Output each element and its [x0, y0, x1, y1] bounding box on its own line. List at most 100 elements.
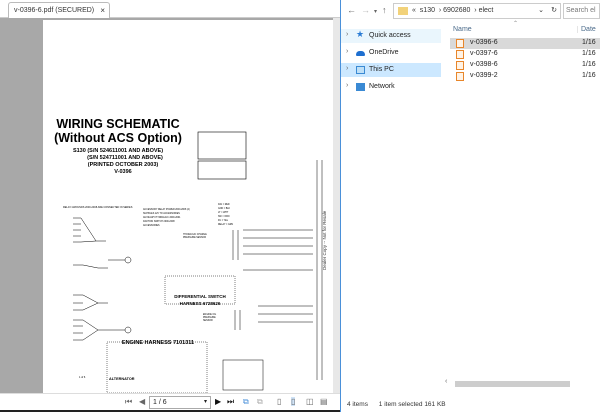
copy-icon[interactable]: ⧉ — [243, 397, 249, 406]
pdf-file-icon — [456, 72, 464, 81]
svg-text:GND = BLK: GND = BLK — [218, 208, 231, 210]
doc-printed: (PRINTED OCTOBER 2003) — [88, 162, 159, 168]
pdf-file-icon — [456, 39, 464, 48]
svg-text:LT = WHT: LT = WHT — [218, 212, 229, 214]
continuous-facing-icon[interactable]: ▤ — [320, 397, 328, 406]
nav-label: Quick access — [369, 32, 411, 39]
alternator-label: ALTERNATOR — [109, 377, 135, 381]
column-header-name[interactable]: Name — [453, 26, 472, 33]
svg-text:IGN = RED: IGN = RED — [218, 204, 230, 206]
svg-text:FU = YEL: FU = YEL — [218, 220, 229, 222]
single-page-icon[interactable]: ▯ — [277, 397, 282, 406]
file-date: 1/16 — [582, 72, 596, 79]
svg-text:ACCESSORY RELAY POWER 2000-200: ACCESSORY RELAY POWER 2000-2008 (4) — [143, 208, 190, 211]
svg-text:HYDRAULIC CHARGE: HYDRAULIC CHARGE — [183, 233, 207, 236]
next-page-icon[interactable]: ▶ — [215, 397, 222, 406]
continuous-page-icon[interactable]: ▯ — [291, 397, 296, 406]
scrollbar-thumb[interactable] — [455, 381, 570, 387]
relay-note: RELAY GROUNDS 2000-2008 ARE CONNECTED IN… — [63, 206, 133, 209]
doc-model-1: S130 (S/N 524611001 AND ABOVE) — [73, 148, 163, 154]
pdf-page: WIRING SCHEMATIC (Without ACS Option) S1… — [43, 20, 333, 394]
address-bar-row: ← → ▾ ↑ « s130 › 6902680 › elect ⌄ ↻ Sea… — [341, 0, 600, 22]
refresh-icon[interactable]: ↻ — [551, 7, 557, 14]
chevron-right-icon[interactable]: › — [346, 82, 349, 89]
folder-icon — [398, 7, 408, 15]
last-page-icon[interactable]: ⏭ — [227, 397, 235, 406]
breadcrumb-elect[interactable]: elect — [478, 7, 494, 14]
pdf-file-icon — [456, 61, 464, 70]
svg-text:PRESSURE SENSOR: PRESSURE SENSOR — [183, 237, 206, 239]
up-icon[interactable]: ↑ — [382, 5, 387, 15]
watermark: Dealer Copy -- Not for Resale — [322, 210, 327, 270]
engine-harness-label: ENGINE HARNESS 7101311 — [122, 340, 194, 346]
status-bar: 4 items 1 item selected 161 KB — [347, 401, 446, 408]
page-indicator: 1 / 6 — [153, 399, 167, 406]
breadcrumb-s130[interactable]: s130 — [419, 7, 435, 14]
nav-item-network[interactable]: ›Network — [341, 80, 441, 94]
breadcrumb-overflow[interactable]: « — [412, 7, 416, 14]
computer-icon — [356, 66, 365, 74]
svg-text:ACCESSORIES: ACCESSORIES — [143, 224, 160, 227]
doc-title-1: WIRING SCHEMATIC — [56, 117, 179, 131]
svg-text:PRESSURE: PRESSURE — [203, 317, 216, 319]
vertical-scrollbar[interactable] — [333, 18, 340, 393]
paste-icon[interactable]: ⧉ — [257, 397, 263, 406]
file-row[interactable]: v-0396-6 1/16 — [450, 38, 600, 49]
chevron-right-icon[interactable]: › — [346, 31, 349, 38]
selection-info: 1 item selected 161 KB — [378, 401, 446, 408]
file-explorer: ← → ▾ ↑ « s130 › 6902680 › elect ⌄ ↻ Sea… — [340, 0, 600, 412]
svg-text:RELAY = GRN: RELAY = GRN — [218, 223, 233, 226]
nav-item-onedrive[interactable]: › OneDrive — [341, 46, 441, 60]
chevron-down-icon[interactable]: ⌄ — [538, 7, 544, 14]
tab-document[interactable]: v-0396-6.pdf (SECURED) × — [8, 2, 110, 18]
tab-title: v-0396-6.pdf (SECURED) — [14, 7, 95, 14]
doc-model-2: (S/N 524711001 AND ABOVE) — [87, 155, 163, 161]
chevron-down-icon: ▾ — [203, 399, 207, 405]
column-header-date[interactable]: Date — [577, 26, 596, 33]
nav-label: OneDrive — [369, 49, 399, 56]
file-date: 1/16 — [582, 61, 596, 68]
tab-bar: v-0396-6.pdf (SECURED) × — [0, 0, 340, 18]
file-name: v-0396-6 — [470, 39, 498, 46]
horizontal-scrollbar[interactable]: ‹ — [445, 378, 595, 388]
file-date: 1/16 — [582, 39, 596, 46]
page-footer: 1 of 6 — [79, 376, 86, 379]
search-placeholder: Search el — [566, 7, 596, 14]
file-name: v-0397-6 — [470, 50, 498, 57]
first-page-icon[interactable]: ⏮ — [125, 397, 133, 406]
svg-text:SUPPLIES 12V TO ACCESSORIES: SUPPLIES 12V TO ACCESSORIES — [143, 212, 180, 215]
nav-item-this-pc[interactable]: ›This PC — [341, 63, 441, 77]
prev-page-icon[interactable]: ◀ — [139, 397, 146, 406]
navigation-pane: › ★ Quick access › OneDrive ›This PC ›Netwo… — [341, 26, 441, 366]
recent-chevron-icon[interactable]: ▾ — [374, 9, 378, 15]
wiring-schematic: WIRING SCHEMATIC (Without ACS Option) S1… — [54, 117, 327, 394]
differential-harness-label: HARNESS 6728626 — [180, 301, 221, 306]
file-row[interactable]: v-0397-6 1/16 — [450, 49, 600, 60]
close-icon[interactable]: × — [100, 6, 105, 15]
star-icon: ★ — [356, 29, 365, 39]
facing-pages-icon[interactable]: ◫ — [306, 397, 314, 406]
scroll-left-icon[interactable]: ‹ — [445, 378, 448, 385]
network-icon — [356, 83, 365, 91]
svg-text:AUXILIARY HYDRAULIC 2000-2001: AUXILIARY HYDRAULIC 2000-2001 — [143, 216, 181, 219]
forward-icon[interactable]: → — [361, 5, 370, 15]
chevron-right-icon[interactable]: › — [346, 48, 349, 55]
svg-text:SW = ORN: SW = ORN — [218, 216, 230, 218]
search-input[interactable]: Search el — [563, 3, 600, 19]
doc-code: V-0396 — [114, 169, 131, 175]
back-icon[interactable]: ← — [347, 5, 356, 15]
address-bar[interactable]: « s130 › 6902680 › elect ⌄ ↻ — [393, 3, 561, 19]
chevron-right-icon[interactable]: › — [346, 65, 349, 72]
file-date: 1/16 — [582, 50, 596, 57]
taskbar-edge — [0, 410, 340, 412]
page-number-input[interactable]: 1 / 6 ▾ — [149, 396, 211, 409]
nav-item-quick-access[interactable]: › ★ Quick access — [341, 29, 441, 43]
svg-text:IGNITION SWITCH 2000-2008: IGNITION SWITCH 2000-2008 — [143, 221, 175, 223]
svg-text:ENGINE OIL: ENGINE OIL — [203, 314, 217, 316]
svg-text:SENSOR: SENSOR — [203, 320, 213, 322]
breadcrumb-6902680[interactable]: 6902680 — [443, 7, 471, 14]
doc-title-2: (Without ACS Option) — [54, 131, 182, 145]
